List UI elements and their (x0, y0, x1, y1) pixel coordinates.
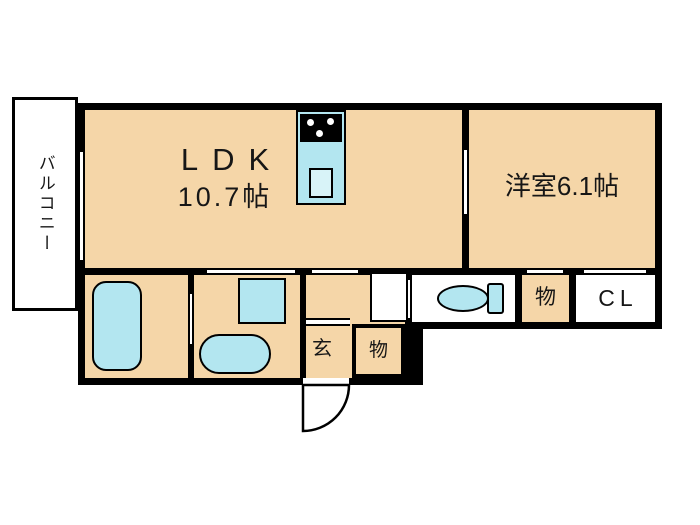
toilet-bowl (437, 285, 489, 312)
opening-hall-door (312, 268, 358, 275)
entrance-step (306, 318, 350, 326)
balcony: バルコニー (12, 97, 78, 311)
room-western (469, 110, 655, 268)
storage-box-hall: 物 (352, 324, 405, 378)
kitchen-counter (296, 110, 346, 205)
closet-label: CL (598, 285, 638, 312)
vanity-sink (199, 334, 271, 374)
opening-ldk-western (462, 150, 469, 214)
ldk-name: LDK (180, 142, 284, 177)
ldk-size: 10.7帖 (177, 181, 273, 212)
opening-closet-cl (584, 268, 646, 275)
opening-washroom-door (207, 268, 295, 275)
kitchen-sink (309, 168, 333, 198)
room-ldk (85, 110, 462, 268)
gas-stove (300, 114, 342, 142)
ldk-label: LDK 10.7帖 (110, 142, 340, 213)
stove-burner-icon (307, 119, 314, 126)
toilet-tank (487, 283, 504, 314)
storage-right-label: 物 (535, 286, 556, 310)
window-balcony (78, 152, 85, 260)
storage-hall-label: 物 (368, 340, 388, 362)
opening-bath-door (188, 294, 194, 344)
room-closet: CL (576, 275, 655, 322)
western-room-label: 洋室6.1帖 (504, 171, 620, 201)
room-storage-right: 物 (522, 275, 569, 322)
entrance-door-gap (303, 378, 349, 385)
door-panel-toilet (370, 272, 408, 322)
balcony-label: バルコニー (35, 154, 55, 254)
opening-closet-storage (527, 268, 563, 275)
washing-machine-pan (238, 278, 286, 324)
stove-burner-icon (327, 118, 334, 125)
stove-burner-icon (316, 130, 323, 137)
entrance-label: 玄 (312, 338, 332, 360)
bathtub (92, 281, 142, 371)
